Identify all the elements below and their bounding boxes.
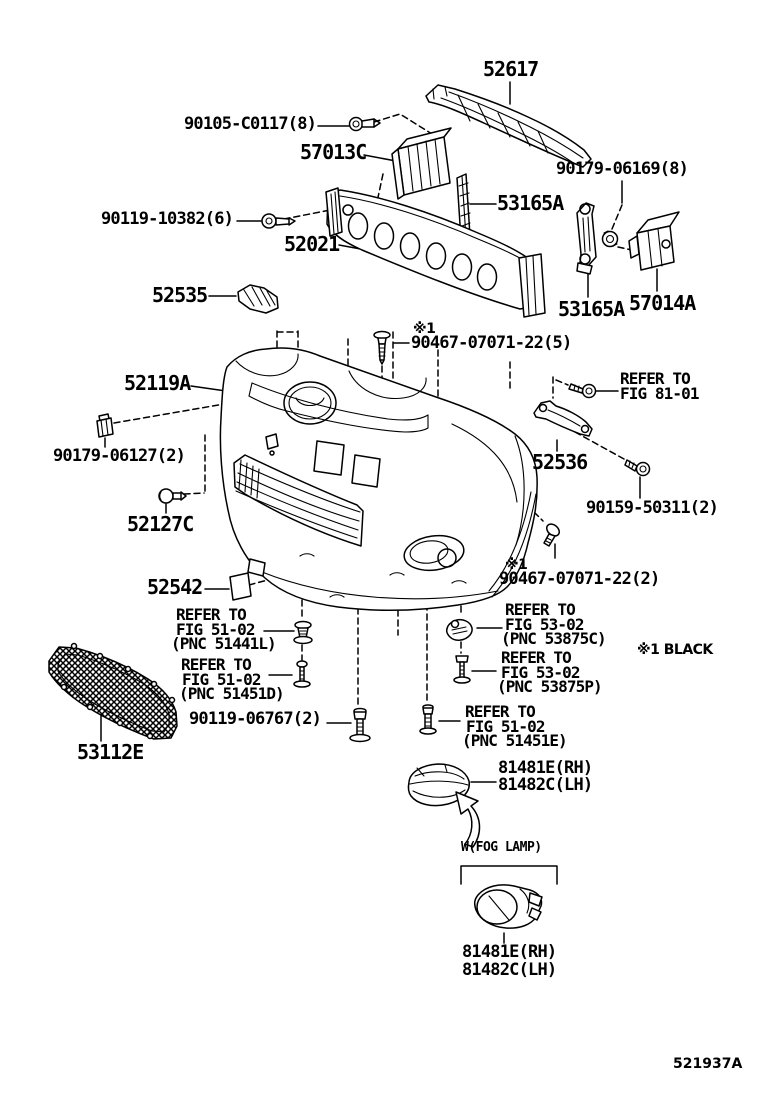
refer-51441l-line3: (PNC 51441L)	[171, 634, 277, 653]
part-drawing-52536	[533, 400, 593, 437]
callout-81481e-rh-upper: 81481E(RH)	[498, 758, 593, 778]
fog-lamp-arrow-icon	[455, 791, 481, 848]
refer-51451d-line2: FIG 51-02	[182, 670, 262, 689]
note-marker-2: ※1	[505, 557, 528, 573]
callout-53112e: 53112E	[77, 740, 144, 764]
refer-51451e-line2: FIG 51-02	[466, 717, 546, 736]
callout-52021: 52021	[284, 232, 340, 256]
part-drawing-52542	[229, 572, 252, 601]
fastener-clip-53875c	[445, 618, 473, 641]
fastener-clip-90467-top	[373, 330, 391, 365]
part-drawing-fog-lamp	[473, 884, 543, 929]
refer-51451e-line3: (PNC 51451E)	[462, 731, 568, 750]
refer-51451d-line3: (PNC 51451D)	[179, 684, 285, 703]
fastener-screw-51451d	[293, 660, 311, 688]
callout-52542: 52542	[147, 575, 203, 599]
refer-fig-81-01-line2: FIG 81-01	[620, 384, 700, 403]
callout-53165a-upper: 53165A	[497, 191, 564, 215]
figure-code: 521937A	[673, 1056, 743, 1072]
refer-53875c-line2: FIG 53-02	[505, 615, 585, 634]
fastener-screw-90159	[624, 459, 651, 477]
fastener-screw-fig81-01	[568, 383, 597, 399]
callout-53165a-lower: 53165A	[558, 297, 625, 321]
refer-53875p-line3: (PNC 53875P)	[497, 677, 603, 696]
refer-53875p-line1: REFER TO	[501, 648, 572, 667]
fastener-bolt-90119-06767	[349, 707, 371, 743]
refer-53875c-line3: (PNC 53875C)	[501, 629, 607, 648]
callout-90105-c0117: 90105-C0117(8)	[184, 114, 317, 134]
fastener-screw-53875p	[453, 655, 471, 684]
color-note: ※1 BLACK	[637, 642, 713, 658]
refer-fig-81-01-line1: REFER TO	[620, 369, 691, 388]
part-drawing-52021-reinforcement	[325, 187, 546, 318]
part-drawing-57014a	[628, 211, 680, 271]
callout-52617: 52617	[483, 57, 539, 81]
callout-52119a: 52119A	[124, 371, 191, 395]
callout-90467-07071-22-2: 90467-07071-22(2)	[499, 569, 660, 589]
fastener-bolt-90119-10382	[261, 213, 296, 229]
refer-53875p-line2: FIG 53-02	[501, 663, 581, 682]
callout-90119-10382: 90119-10382(6)	[101, 209, 234, 229]
fastener-clip-52127c	[158, 488, 187, 504]
callout-90119-06767: 90119-06767(2)	[189, 709, 322, 729]
fastener-bolt-51451e	[419, 704, 437, 735]
callout-81482c-lh-upper: 81482C(LH)	[498, 775, 593, 795]
refer-51451d-line1: REFER TO	[181, 655, 252, 674]
callout-57013c: 57013C	[300, 140, 367, 164]
part-drawing-53165a-right	[576, 202, 597, 275]
fastener-clip-90467-right	[543, 523, 561, 547]
callout-90467-07071-22-5: 90467-07071-22(5)	[411, 333, 572, 353]
fog-lamp-variant-bracket	[460, 865, 558, 885]
part-drawing-53165a-left	[456, 173, 471, 241]
fastener-screw-90105	[348, 116, 381, 132]
leader-lines	[100, 81, 658, 944]
part-drawing-53112e-lower-grille	[48, 642, 178, 740]
refer-53875c-line1: REFER TO	[505, 600, 576, 619]
callout-90179-06127: 90179-06127(2)	[53, 446, 186, 466]
fog-lamp-variant-label: W(FOG LAMP)	[461, 840, 542, 855]
part-drawing-57013c	[391, 127, 452, 200]
callout-81481e-rh-lower: 81481E(RH)	[462, 942, 557, 962]
callout-52536: 52536	[532, 450, 588, 474]
refer-51441l-line2: FIG 51-02	[176, 620, 256, 639]
callout-81482c-lh-lower: 81482C(LH)	[462, 960, 557, 980]
refer-51441l-line1: REFER TO	[176, 605, 247, 624]
part-drawing-52617	[425, 84, 592, 168]
callout-52535: 52535	[152, 283, 208, 307]
callout-90159-50311: 90159-50311(2)	[586, 498, 719, 518]
callout-52127c: 52127C	[127, 512, 194, 536]
callout-57014a: 57014A	[629, 291, 696, 315]
fastener-nut-90179-06169	[601, 230, 619, 248]
refer-51451e-line1: REFER TO	[465, 702, 536, 721]
fastener-clip-90179-06127	[96, 413, 114, 438]
fastener-clip-51441l	[293, 620, 313, 645]
part-drawing-52119a-bumper-cover	[219, 347, 538, 611]
callout-90179-06169: 90179-06169(8)	[556, 159, 689, 179]
note-marker-1: ※1	[413, 321, 436, 337]
part-drawing-52535	[237, 284, 279, 314]
part-drawing-81481e-fog-bezel	[407, 763, 471, 807]
